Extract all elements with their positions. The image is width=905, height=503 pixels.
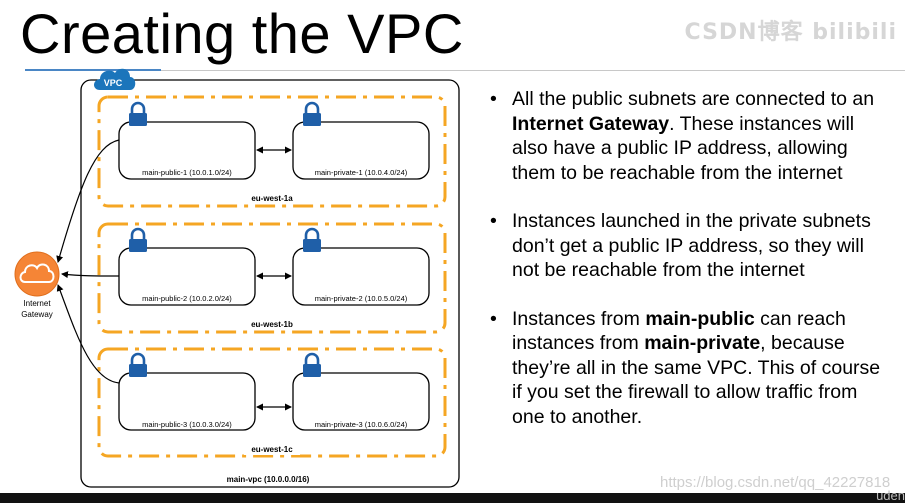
watermark-corner: uden (876, 488, 905, 503)
zone-label-c: eu-west-1c (251, 445, 293, 454)
slide-title: Creating the VPC (20, 2, 464, 65)
zone-box-c (97, 347, 447, 458)
subnet-public-1-label: main-public-1 (10.0.1.0/24) (142, 168, 232, 177)
lock-icon (303, 352, 321, 377)
gateway-label-line2: Gateway (21, 310, 53, 319)
lock-icon (129, 352, 147, 377)
gateway-arrow-1 (56, 139, 120, 263)
lock-icon (303, 101, 321, 126)
gateway-label-line1: Internet (23, 299, 51, 308)
title-underline (161, 70, 905, 71)
subnet-private-2-label: main-private-2 (10.0.5.0/24) (315, 294, 408, 303)
lock-icon (129, 101, 147, 126)
subnet-private-3 (292, 372, 430, 431)
watermark-top: CSDN博客 bilibili (684, 20, 897, 45)
bullet-item: Instances launched in the private subnet… (487, 209, 892, 283)
subnet-private-1 (292, 121, 430, 180)
zone-label-a: eu-west-1a (251, 194, 293, 203)
subnet-public-2-label: main-public-2 (10.0.2.0/24) (142, 294, 232, 303)
gateway-arrow-3 (56, 284, 120, 384)
subnet-public-1 (118, 121, 256, 180)
subnet-private-3-label: main-private-3 (10.0.6.0/24) (315, 420, 408, 429)
subnet-public-3 (118, 372, 256, 431)
bullet-list: All the public subnets are connected to … (487, 87, 892, 453)
internet-gateway-cloud-icon (14, 251, 60, 297)
lock-icon (303, 227, 321, 252)
subnet-public-3-label: main-public-3 (10.0.3.0/24) (142, 420, 232, 429)
vpc-cloud-icon (94, 68, 136, 90)
lock-icon (129, 227, 147, 252)
zone-box-b (97, 222, 447, 334)
vpc-label: main-vpc (10.0.0.0/16) (227, 475, 310, 484)
bullet-item: Instances from main-public can reach ins… (487, 307, 892, 430)
video-bottom-bar (0, 493, 905, 503)
gateway-arrow-2 (61, 271, 120, 279)
vpc-boundary (80, 79, 460, 488)
watermark-url: https://blog.csdn.net/qq_42227818 (660, 474, 891, 491)
title-underline-accent (25, 69, 161, 71)
subnet-private-2 (292, 247, 430, 306)
vpc-badge-label: VPC (104, 78, 123, 88)
bullet-item: All the public subnets are connected to … (487, 87, 892, 185)
zone-label-b: eu-west-1b (251, 320, 293, 329)
subnet-private-1-label: main-private-1 (10.0.4.0/24) (315, 168, 408, 177)
zone-box-a (97, 95, 447, 208)
